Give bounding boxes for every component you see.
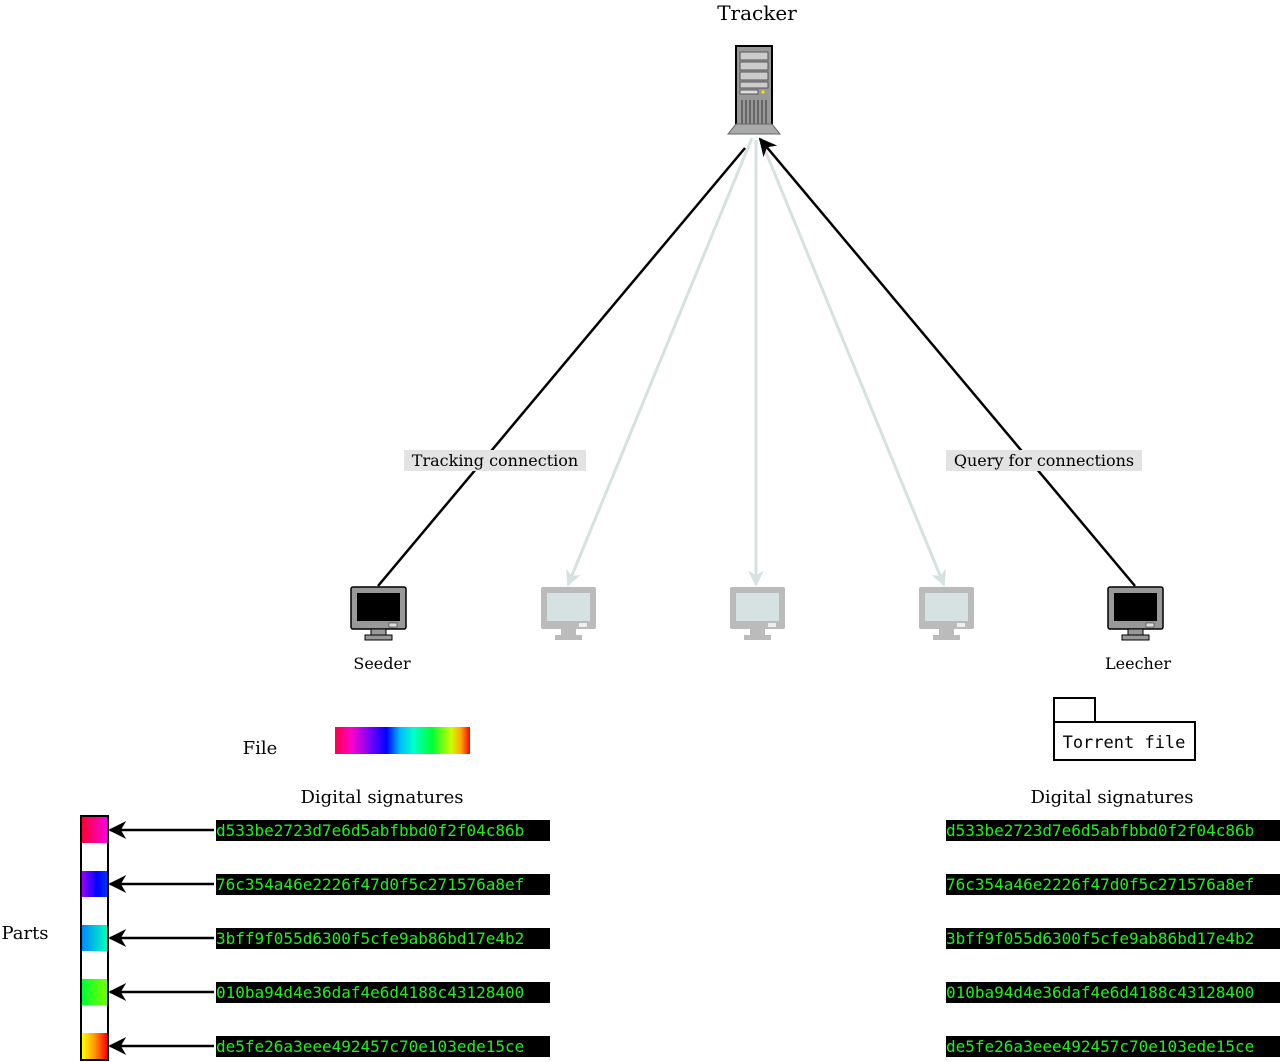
left-signatures-heading: Digital signatures xyxy=(300,787,463,808)
right-hash-5: de5fe26a3eee492457c70e103ede15ce xyxy=(946,1037,1254,1056)
inactive-connection-3 xyxy=(758,137,946,587)
right-hash-2: 76c354a46e2226f47d0f5c271576a8ef xyxy=(946,875,1254,894)
part-4 xyxy=(82,979,107,1005)
inactive-connection-1 xyxy=(566,137,754,587)
parts-label: Parts xyxy=(1,923,48,944)
inactive-computer-icon-3 xyxy=(919,587,974,640)
tracking-connection-line xyxy=(377,147,746,587)
right-hash-bg-5 xyxy=(946,1036,1280,1057)
tracker-label: Tracker xyxy=(717,1,797,25)
left-hash-bg-1 xyxy=(216,820,550,841)
tracking-connection-label: Tracking connection xyxy=(412,451,578,470)
part-5 xyxy=(82,1033,107,1059)
leecher-computer-icon xyxy=(1107,586,1164,641)
inactive-computer-icon-1 xyxy=(541,587,596,640)
left-hash-4: 010ba94d4e36daf4e6d4188c43128400 xyxy=(216,983,524,1002)
tracking-label-bg xyxy=(404,450,586,471)
right-hash-bg-3 xyxy=(946,928,1280,949)
torrent-file-label: Torrent file xyxy=(1063,733,1186,753)
left-hash-bg-2 xyxy=(216,874,550,895)
right-signatures-heading: Digital signatures xyxy=(1030,787,1193,808)
seeder-label: Seeder xyxy=(353,654,411,673)
server-icon xyxy=(726,45,782,135)
right-hash-bg-2 xyxy=(946,874,1280,895)
left-hash-2: 76c354a46e2226f47d0f5c271576a8ef xyxy=(216,875,524,894)
left-hash-3: 3bff9f055d6300f5cfe9ab86bd17e4b2 xyxy=(216,929,524,948)
left-hash-bg-5 xyxy=(216,1036,550,1057)
left-hash-bg-4 xyxy=(216,982,550,1003)
query-connection-label: Query for connections xyxy=(954,451,1134,470)
file-bar xyxy=(335,727,470,754)
file-label: File xyxy=(243,738,278,759)
torrent-folder-icon xyxy=(1053,697,1196,761)
query-connection-line xyxy=(758,137,1136,587)
part-3 xyxy=(82,925,107,951)
right-hash-1: d533be2723d7e6d5abfbbd0f2f04c86b xyxy=(946,821,1254,840)
inactive-computer-icon-2 xyxy=(730,587,785,640)
leecher-label: Leecher xyxy=(1105,654,1171,673)
seeder-computer-icon xyxy=(350,586,407,641)
part-1 xyxy=(82,817,107,843)
left-hash-list: d533be2723d7e6d5abfbbd0f2f04c86b 76c354a… xyxy=(216,820,550,1057)
left-hash-1: d533be2723d7e6d5abfbbd0f2f04c86b xyxy=(216,821,524,840)
query-label-bg xyxy=(946,450,1142,471)
right-hash-bg-4 xyxy=(946,982,1280,1003)
left-hash-5: de5fe26a3eee492457c70e103ede15ce xyxy=(216,1037,524,1056)
part-2 xyxy=(82,871,107,897)
left-hash-bg-3 xyxy=(216,928,550,949)
right-hash-list: d533be2723d7e6d5abfbbd0f2f04c86b 76c354a… xyxy=(946,820,1280,1057)
right-hash-3: 3bff9f055d6300f5cfe9ab86bd17e4b2 xyxy=(946,929,1254,948)
right-hash-4: 010ba94d4e36daf4e6d4188c43128400 xyxy=(946,983,1254,1002)
right-hash-bg-1 xyxy=(946,820,1280,841)
